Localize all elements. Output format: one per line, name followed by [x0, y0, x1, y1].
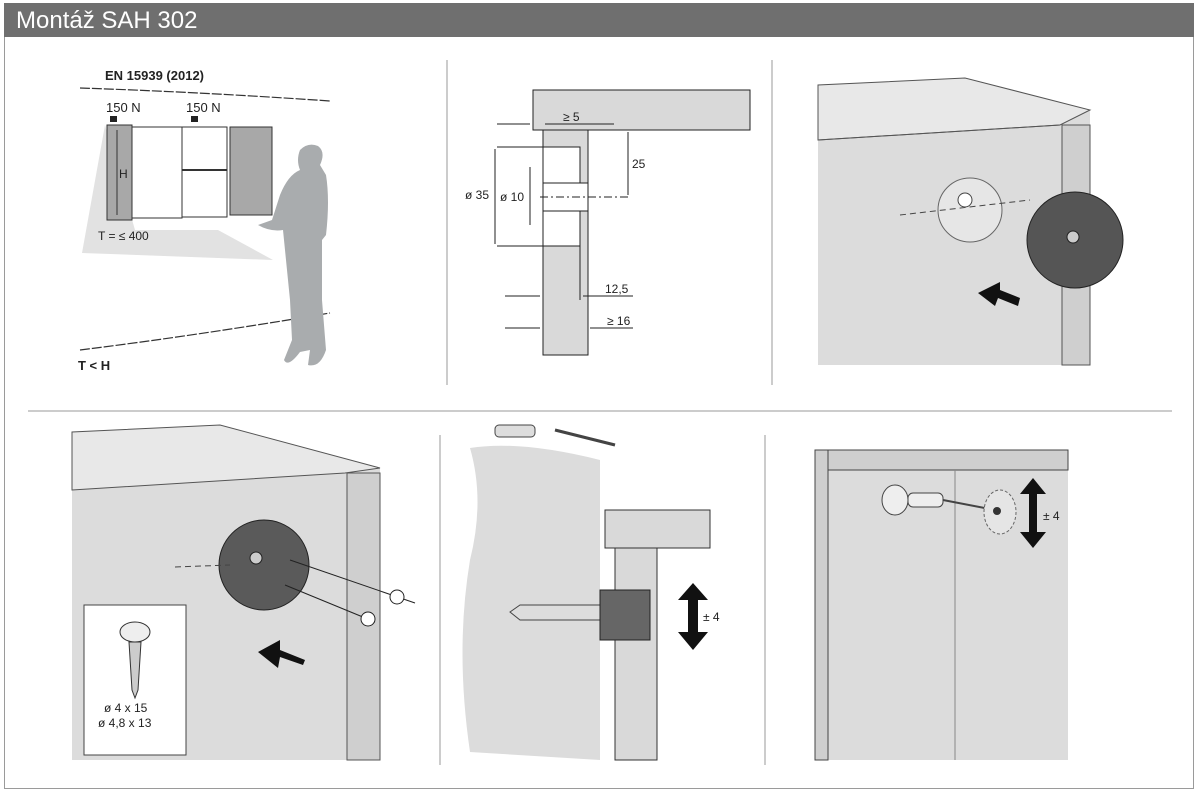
- weight-icon: [191, 116, 198, 122]
- panel-wall-mount: ± 4: [462, 424, 720, 761]
- panel-screw-connector: ø 4 x 15 ø 4,8 x 13: [71, 424, 416, 761]
- screw-size-2: ø 4,8 x 13: [98, 716, 152, 730]
- cabinet-side: [106, 124, 133, 221]
- page-title: Montáž SAH 302: [16, 7, 198, 34]
- connector-housing: [599, 589, 651, 641]
- screw-icon: [1066, 230, 1080, 244]
- title-bar: Montáž SAH 302: [4, 3, 1194, 37]
- panel-height-adjust: ± 4: [814, 449, 1069, 761]
- adjust-arrow-icon: [678, 583, 708, 650]
- panel-insert-connector: [817, 77, 1124, 366]
- screw-icon: [389, 589, 405, 605]
- arrow-icon: [978, 282, 1020, 306]
- connector-housing: [218, 519, 310, 611]
- condition-label: T < H: [78, 358, 110, 373]
- panel-load-test: EN 15939 (2012) 150 N 150 N H T = ≤ 400 …: [78, 68, 331, 373]
- adjust-label: ± 4: [1043, 509, 1060, 523]
- cabinet-door: [229, 126, 273, 216]
- dim-12-5: 12,5: [605, 282, 629, 296]
- height-label: H: [119, 167, 128, 181]
- shadow-area: [82, 125, 273, 260]
- screw-body-icon: [128, 641, 142, 700]
- drill-hole: [937, 177, 1003, 243]
- depth-label: T = ≤ 400: [98, 229, 149, 243]
- panel-drilling-dimensions: ≥ 5 25 ø 35 ø 10 12,5 ≥ 16: [465, 89, 751, 356]
- wall-plug: [509, 604, 601, 621]
- wall-plug-icon: [494, 424, 536, 438]
- screwdriver-handle-icon: [881, 484, 909, 516]
- adjust-label: ± 4: [703, 610, 720, 624]
- dim-25: 25: [632, 157, 646, 171]
- dim-d10: ø 10: [500, 190, 524, 204]
- dim-d35: ø 35: [465, 188, 489, 202]
- panel-dividers: [28, 60, 1172, 765]
- standard-label: EN 15939 (2012): [105, 68, 204, 83]
- load-right: 150 N: [186, 100, 221, 115]
- dim-16: ≥ 16: [607, 314, 631, 328]
- hook-screw-icon: [554, 428, 616, 447]
- screw-icon: [249, 551, 263, 565]
- dim-top-gap: ≥ 5: [563, 110, 580, 124]
- weight-icon: [110, 116, 117, 122]
- person-silhouette: [258, 144, 328, 366]
- screw-size-1: ø 4 x 15: [104, 701, 148, 715]
- adjust-arrow-icon: [1020, 478, 1046, 548]
- screw-icon: [360, 611, 376, 627]
- arrow-icon: [258, 640, 305, 668]
- screw-head-icon: [119, 621, 151, 643]
- load-left: 150 N: [106, 100, 141, 115]
